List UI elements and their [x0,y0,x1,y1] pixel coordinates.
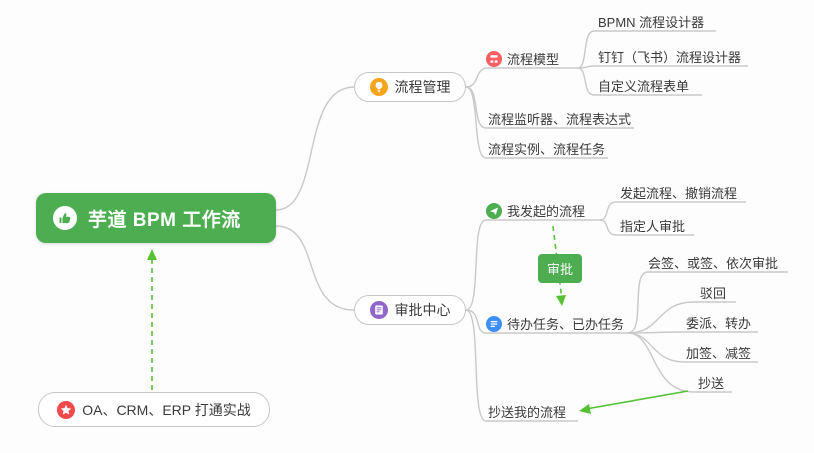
connector-root-to-approval-center [275,225,355,311]
relationship-practice-to-root-arrowhead [147,249,157,260]
connector-model-to-custom-form [577,67,702,96]
topic-add-reduce-sign[interactable]: 加签、减签 [686,344,751,361]
topic-custom-form[interactable]: 自定义流程表单 [598,77,689,94]
topic-delegate-transfer[interactable]: 委派、转办 [686,314,751,331]
topic-cc[interactable]: 抄送 [698,374,724,391]
topic-custom-form-label: 自定义流程表单 [598,79,690,94]
topic-reject[interactable]: 驳回 [700,284,726,301]
topic-dingtalk-designer[interactable]: 钉钉（飞书）流程设计器 [598,48,741,65]
connector-pm-to-process-model [465,67,578,88]
connector-pm-to-instance [465,86,608,159]
connector-root-to-process-management [275,86,355,211]
root-topic-label: 芋道 BPM 工作流 [88,209,241,231]
topic-instance-task-label: 流程实例、流程任务 [488,142,606,157]
form-icon [369,301,388,319]
topic-process-management-label: 流程管理 [394,79,451,95]
topic-bpmn-designer-label: BPMN 流程设计器 [598,15,705,30]
paper-plane-icon [486,202,502,219]
approval-relationship-badge[interactable]: 审批 [538,254,583,283]
topic-process-management[interactable]: 流程管理 [354,72,466,102]
connector-todo-to-cc [627,332,732,393]
connector-initiated-to-initiate-cancel [599,201,746,221]
connector-todo-to-delegate [627,331,758,334]
topic-approval-center[interactable]: 审批中心 [354,295,466,325]
topic-initiate-cancel-label: 发起流程、撤销流程 [620,186,738,201]
topic-cc-my-process-label: 抄送我的流程 [488,405,567,420]
topic-cc-label: 抄送 [698,376,725,391]
topic-initiate-cancel[interactable]: 发起流程、撤销流程 [620,184,737,201]
relationship-cc-line [585,390,689,410]
topic-process-model-label: 流程模型 [507,52,560,67]
topic-practice[interactable]: OA、CRM、ERP 打通实战 [38,392,270,427]
topic-countersign[interactable]: 会签、或签、依次审批 [648,254,778,271]
topic-assignee-approval[interactable]: 指定人审批 [620,217,685,234]
connector-model-to-dingtalk [577,65,748,69]
topic-approval-center-label: 审批中心 [394,302,451,318]
task-list-icon [486,315,502,332]
topic-countersign-label: 会签、或签、依次审批 [648,256,779,271]
topic-assignee-approval-label: 指定人审批 [620,219,686,234]
topic-practice-label: OA、CRM、ERP 打通实战 [82,401,251,418]
topic-todo-done-label: 待办任务、已办任务 [507,317,625,332]
flowchart-icon [486,50,502,67]
topic-dingtalk-designer-label: 钉钉（飞书）流程设计器 [598,50,742,65]
topic-cc-my-process[interactable]: 抄送我的流程 [488,403,566,420]
connector-initiated-to-assignee [599,219,694,236]
relationship-cc-arrowhead [579,404,591,414]
topic-instance-task[interactable]: 流程实例、流程任务 [488,140,605,157]
topic-add-reduce-sign-label: 加签、减签 [686,346,752,361]
root-topic[interactable]: 芋道 BPM 工作流 [36,193,276,243]
topic-reject-label: 驳回 [700,286,727,301]
thumbs-up-icon [52,205,78,231]
topic-listener-expression-label: 流程监听器、流程表达式 [488,112,632,127]
lightbulb-icon [369,78,388,96]
connector-todo-to-reject [627,301,736,334]
connector-ac-to-todo-done [465,309,628,334]
connector-ac-to-my-initiated [465,219,600,311]
connector-model-to-bpmn [577,30,716,69]
topic-delegate-transfer-label: 委派、转办 [686,316,752,331]
topic-listener-expression[interactable]: 流程监听器、流程表达式 [488,110,631,127]
connector-todo-to-countersign [627,271,788,334]
topic-bpmn-designer[interactable]: BPMN 流程设计器 [598,13,704,30]
topic-todo-done[interactable]: 待办任务、已办任务 [486,315,624,332]
star-icon [57,400,76,419]
topic-my-initiated-label: 我发起的流程 [507,204,586,219]
connector-ac-to-cc-my-process [465,309,578,422]
topic-process-model[interactable]: 流程模型 [486,50,559,67]
topic-my-initiated[interactable]: 我发起的流程 [486,202,585,219]
relationship-approval-arrowhead [556,295,566,306]
